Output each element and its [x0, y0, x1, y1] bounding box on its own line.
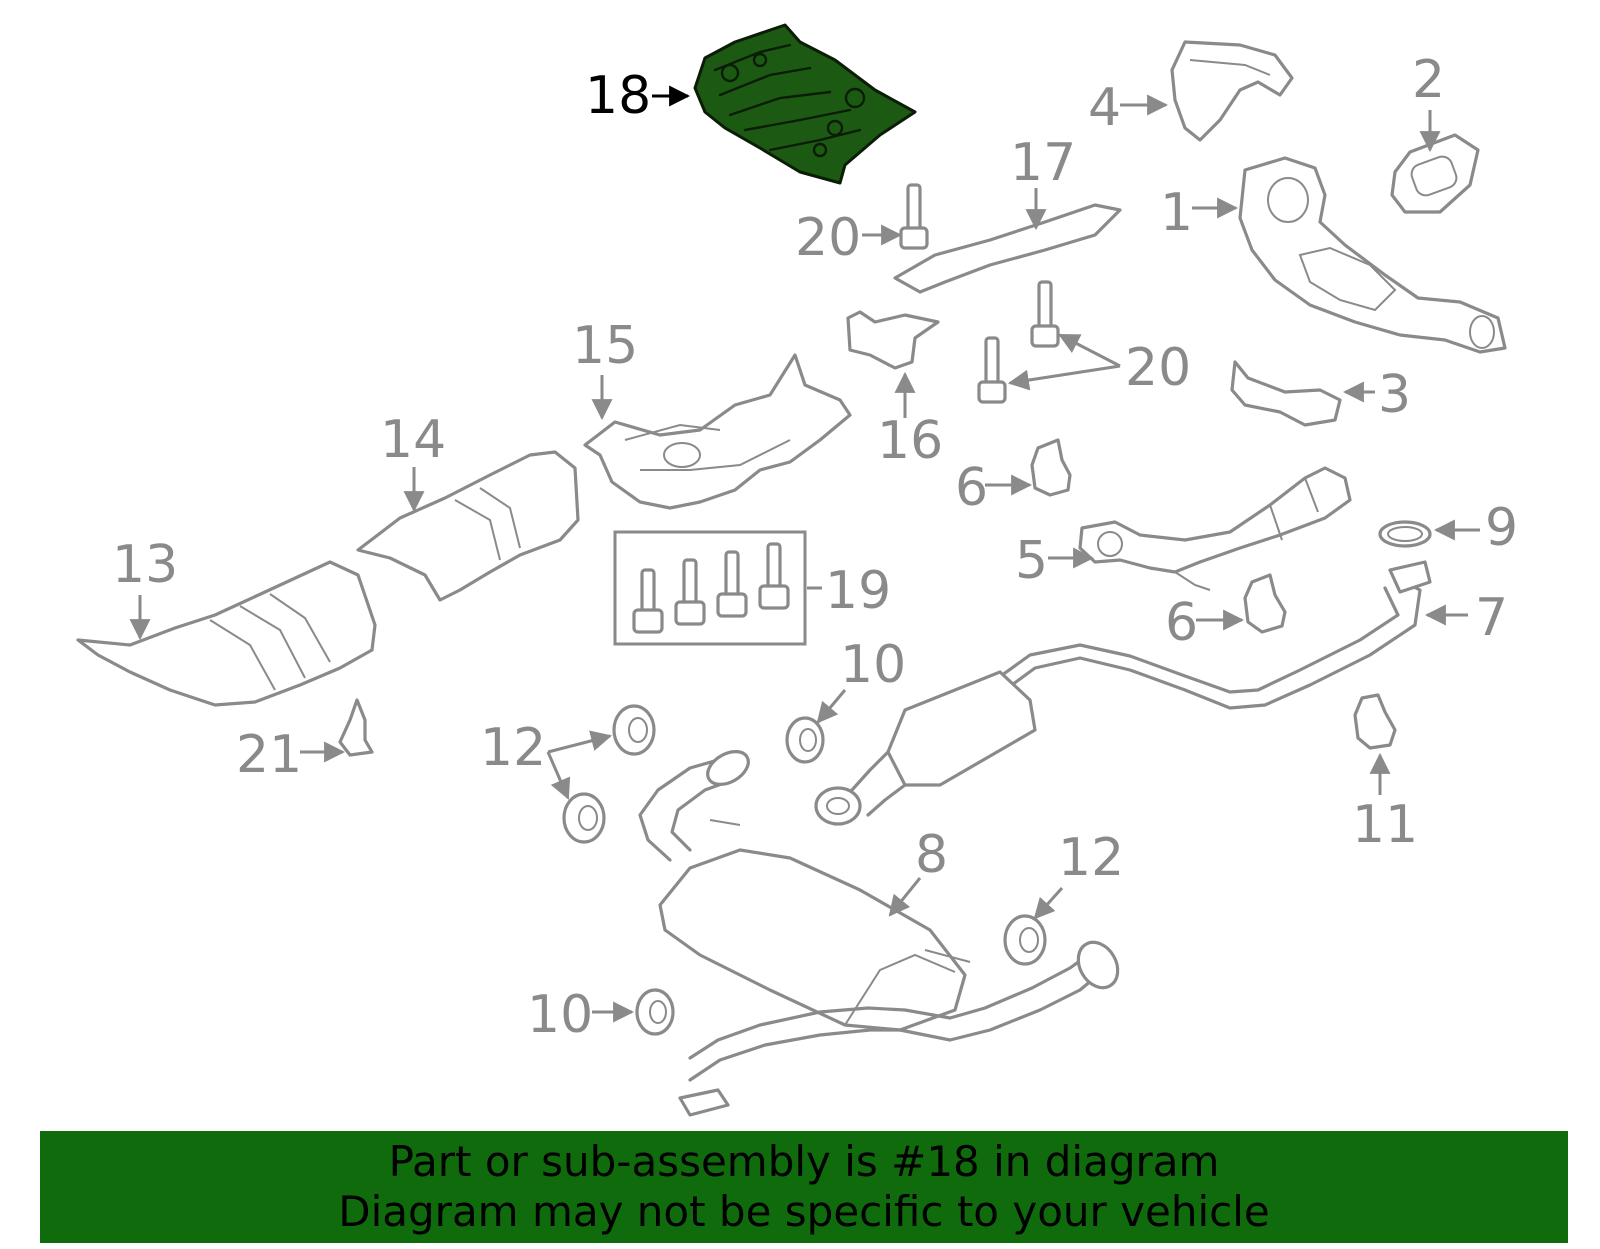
callout-20-lower: 20 — [1125, 338, 1191, 398]
callout-3: 3 — [1378, 365, 1411, 425]
bolt-part-20-middle — [1030, 280, 1060, 348]
hanger-part-11 — [1353, 693, 1397, 750]
hanger-part-6-upper — [1030, 438, 1072, 497]
callout-16: 16 — [877, 411, 943, 471]
callout-6-lower: 6 — [1165, 593, 1198, 653]
callout-8: 8 — [915, 825, 948, 885]
hanger-part-6-lower — [1243, 573, 1287, 634]
isolator-part-10-lower — [635, 988, 675, 1036]
heat-shield-part-18[interactable] — [693, 23, 917, 185]
callout-6-upper: 6 — [955, 458, 988, 518]
bracket-part-17 — [893, 203, 1122, 294]
callout-18[interactable]: 18 — [585, 66, 651, 126]
isolator-part-12-c — [1003, 914, 1047, 966]
banner-line-1: Part or sub-assembly is #18 in diagram — [388, 1137, 1220, 1186]
callout-10-lower: 10 — [527, 985, 593, 1045]
callout-15: 15 — [572, 316, 638, 376]
center-pipe-part-7 — [814, 560, 1432, 826]
info-banner: Part or sub-assembly is #18 in diagram D… — [40, 1131, 1568, 1243]
callout-17: 17 — [1010, 133, 1076, 193]
front-pipe-part-5 — [1078, 466, 1352, 591]
callout-12-left-arrow-b — [546, 751, 571, 800]
isolator-part-10-upper — [785, 716, 825, 764]
heat-shield-part-13 — [76, 560, 377, 707]
bracket-part-16 — [846, 310, 940, 370]
callout-2: 2 — [1412, 50, 1445, 110]
callout-11: 11 — [1352, 795, 1418, 855]
callout-14: 14 — [380, 410, 446, 470]
heat-shield-part-14 — [356, 450, 580, 602]
callout-21: 21 — [236, 725, 302, 785]
callout-13: 13 — [112, 535, 178, 595]
muffler-assembly-part-8 — [638, 750, 1120, 1117]
callout-10-upper-arrow — [816, 689, 847, 724]
callout-12-left-arrow-a — [547, 730, 613, 754]
isolator-part-12-b — [562, 792, 606, 844]
bracket-part-3 — [1230, 360, 1342, 427]
callout-1: 1 — [1160, 183, 1193, 243]
bolt-part-20-lower — [977, 336, 1007, 404]
callout-10-upper: 10 — [840, 635, 906, 695]
callout-12-right: 12 — [1058, 828, 1124, 888]
bolt-kit-part-19 — [613, 530, 807, 646]
callout-19: 19 — [825, 561, 891, 621]
banner-line-2: Diagram may not be specific to your vehi… — [338, 1187, 1270, 1236]
callout-20-lower-arrow-a — [1058, 333, 1121, 368]
callout-9: 9 — [1485, 498, 1518, 558]
callout-12-right-arrow — [1033, 886, 1064, 920]
catalytic-converter-part-1 — [1238, 156, 1507, 354]
isolator-part-12-a — [612, 704, 656, 756]
gasket-part-2 — [1390, 133, 1480, 214]
callout-20-lower-arrow-b — [1007, 364, 1121, 391]
gasket-ring-part-9 — [1378, 520, 1432, 548]
callout-4: 4 — [1088, 78, 1121, 138]
callout-20-upper: 20 — [795, 208, 861, 268]
heat-shield-part-4 — [1170, 40, 1294, 142]
bolt-part-20-upper — [899, 183, 929, 250]
heat-shield-part-15 — [583, 353, 852, 510]
callout-8-arrow — [888, 877, 922, 917]
clip-part-21 — [338, 698, 374, 757]
callout-12-left: 12 — [480, 718, 546, 778]
callout-5: 5 — [1015, 531, 1048, 591]
callout-7: 7 — [1475, 588, 1508, 648]
